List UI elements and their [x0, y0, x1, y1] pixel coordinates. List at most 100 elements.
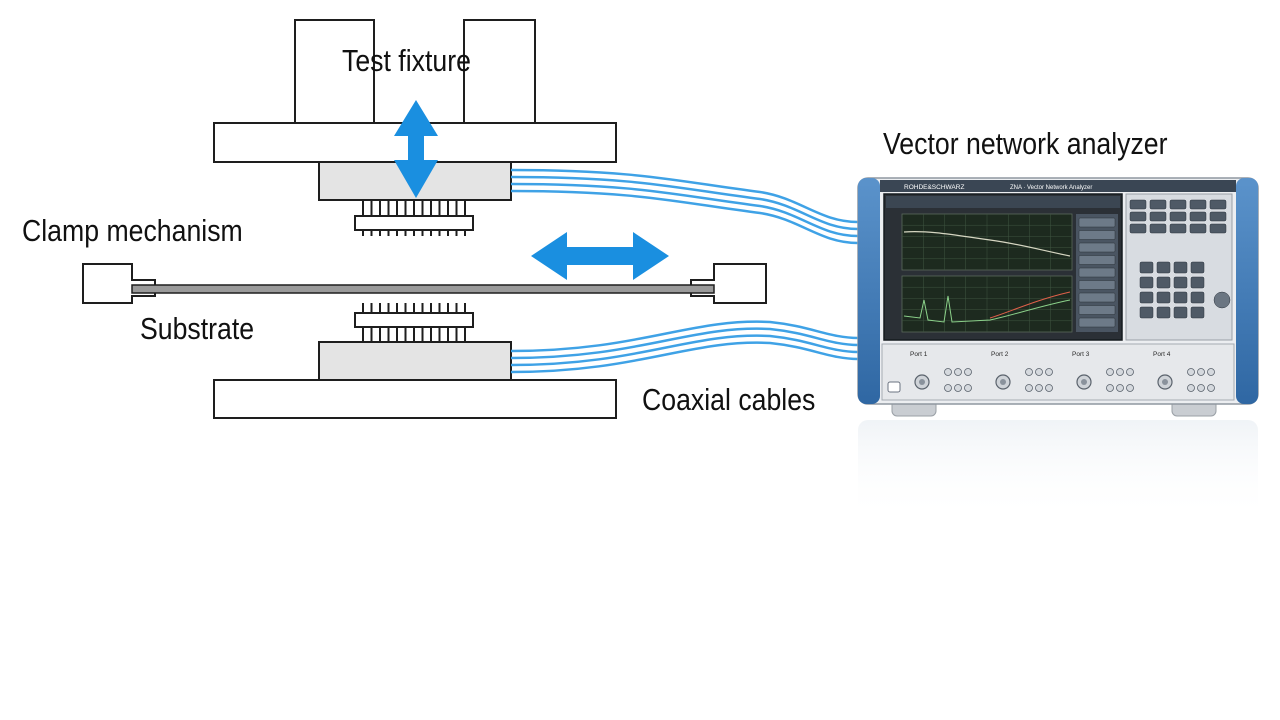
port-label: Port 3: [1072, 351, 1090, 358]
numeric-key: [1139, 306, 1154, 319]
numeric-key: [1156, 261, 1171, 274]
numeric-key: [1156, 306, 1171, 319]
function-key: [1149, 211, 1167, 222]
softkey: [1078, 242, 1116, 253]
coaxial-cable: [510, 189, 859, 245]
softkey: [1078, 292, 1116, 303]
numeric-key: [1139, 261, 1154, 274]
port-small-connector: [1025, 384, 1033, 392]
function-key: [1209, 199, 1227, 210]
port-small-connector: [1187, 384, 1195, 392]
numeric-key: [1156, 276, 1171, 289]
test-fixture-lower: [213, 303, 617, 419]
port-small-connector: [1106, 384, 1114, 392]
function-key: [1169, 199, 1187, 210]
label-vector-network-analyzer: Vector network analyzer: [883, 126, 1168, 161]
vertical-motion-arrow: [394, 100, 438, 198]
coaxial-cable: [510, 320, 859, 353]
numeric-key: [1139, 291, 1154, 304]
port-small-connector: [1116, 368, 1124, 376]
port-small-connector: [1035, 384, 1043, 392]
softkey: [1078, 255, 1116, 265]
port-connector-center: [1162, 379, 1168, 385]
display-trace-3: [989, 291, 1071, 319]
coaxial-cable: [510, 341, 859, 374]
softkey: [1078, 217, 1116, 228]
function-key: [1129, 199, 1147, 210]
numeric-key: [1190, 276, 1205, 289]
display-toolbar: [886, 196, 1120, 208]
port-small-connector: [1187, 368, 1195, 376]
port-small-connector: [1045, 368, 1053, 376]
coaxial-cable: [510, 168, 859, 224]
label-test-fixture: Test fixture: [342, 43, 471, 78]
analyzer-top-strip: [880, 180, 1236, 192]
port-small-connector: [1126, 384, 1134, 392]
numeric-key: [1190, 306, 1205, 319]
analyzer-left-bezel: [858, 178, 880, 404]
rotary-knob: [1213, 291, 1231, 309]
function-key: [1149, 223, 1167, 234]
softkey: [1078, 280, 1116, 290]
softkey: [1078, 305, 1116, 315]
fixture-base-plate: [213, 379, 617, 419]
numeric-key: [1173, 276, 1188, 289]
upper-probe-head: [354, 215, 474, 231]
analyzer-keys: [1129, 199, 1231, 319]
numeric-key: [1173, 261, 1188, 274]
numeric-key: [1156, 291, 1171, 304]
port-connector-center: [919, 379, 925, 385]
analyzer-port-panel: [881, 343, 1235, 401]
numeric-key: [1173, 306, 1188, 319]
port-small-connector: [1045, 384, 1053, 392]
coaxial-cables-upper: [510, 168, 859, 245]
label-clamp-mechanism: Clamp mechanism: [22, 213, 243, 248]
analyzer-model: ZNA · Vector Network Analyzer: [1010, 185, 1092, 191]
softkey: [1078, 230, 1116, 240]
function-key: [1189, 211, 1207, 222]
coaxial-cables-lower: [510, 320, 859, 374]
function-key: [1189, 223, 1207, 234]
analyzer-reflection: [858, 420, 1258, 520]
upper-probe-pins: [362, 200, 466, 236]
vector-network-analyzer: ROHDE&SCHWARZ ZNA · Vector Network Analy…: [857, 177, 1259, 520]
port-small-connector: [1025, 368, 1033, 376]
function-key: [1129, 223, 1147, 234]
port-small-connector: [1197, 384, 1205, 392]
display-softkeys: [1078, 217, 1116, 328]
port-label: Port 1: [910, 351, 928, 358]
lower-probe-head: [354, 312, 474, 328]
fixture-lower-block: [318, 341, 512, 381]
port-small-connector: [954, 368, 962, 376]
coaxial-cable: [510, 175, 859, 231]
port-small-connector: [944, 368, 952, 376]
function-key: [1169, 211, 1187, 222]
power-button: [887, 381, 901, 393]
port-small-connector: [964, 368, 972, 376]
function-key: [1129, 211, 1147, 222]
label-substrate: Substrate: [140, 311, 255, 346]
analyzer-brand: ROHDE&SCHWARZ: [904, 184, 964, 191]
numeric-key: [1173, 291, 1188, 304]
port-small-connector: [964, 384, 972, 392]
analyzer-right-bezel: [1236, 178, 1258, 404]
port-small-connector: [954, 384, 962, 392]
port-small-connector: [1106, 368, 1114, 376]
port-connector-center: [1000, 379, 1006, 385]
numeric-key: [1190, 261, 1205, 274]
coaxial-cable: [510, 334, 859, 367]
fixture-left-post: [294, 19, 375, 123]
display-trace-2: [903, 295, 1071, 323]
substrate-plate: [131, 284, 715, 294]
numeric-key: [1190, 291, 1205, 304]
port-small-connector: [1197, 368, 1205, 376]
horizontal-motion-arrow: [531, 232, 669, 280]
port-small-connector: [1116, 384, 1124, 392]
clamp-mechanism: [82, 263, 767, 304]
function-key: [1189, 199, 1207, 210]
fixture-right-post: [463, 19, 536, 123]
port-label: Port 4: [1153, 351, 1171, 358]
coaxial-cable: [510, 327, 859, 360]
